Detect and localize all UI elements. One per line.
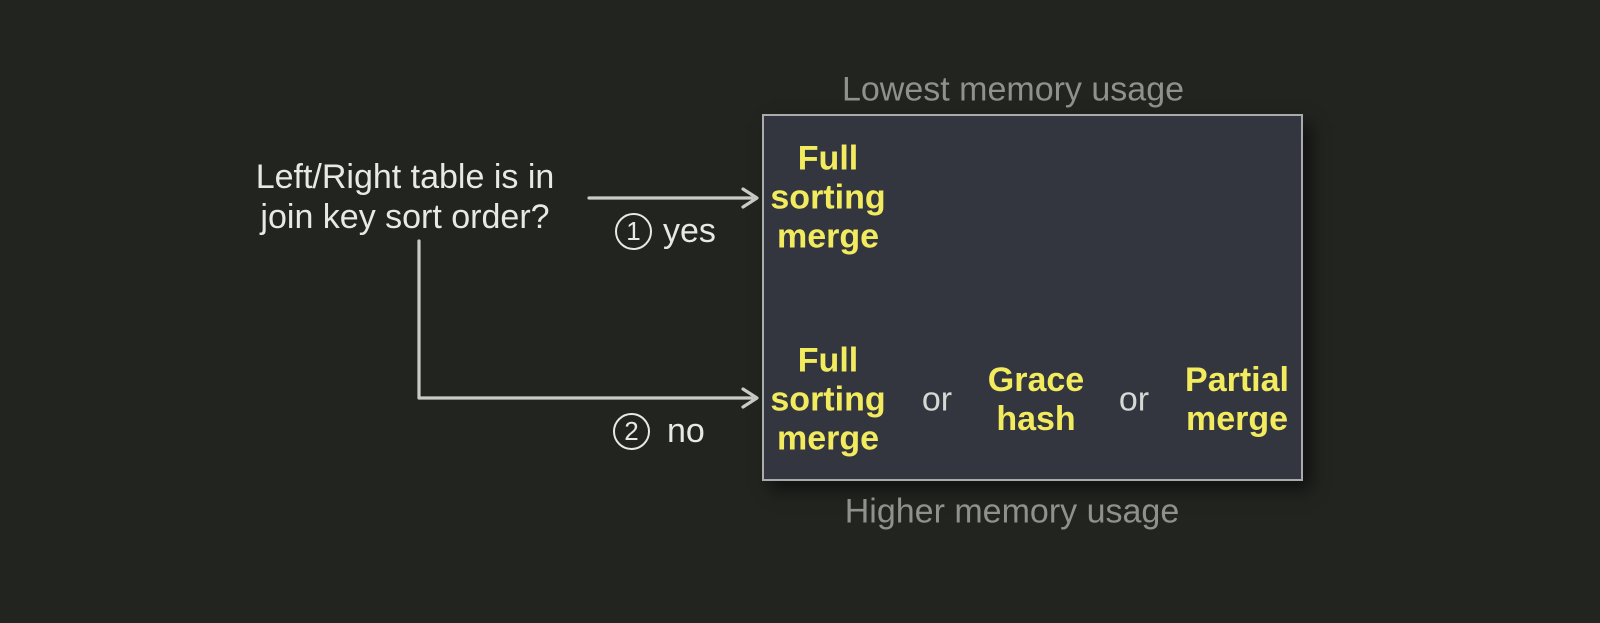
algorithm-full-sorting-merge-sorted: Full sorting merge [770,139,886,256]
algorithms-box: Full sorting merge Full sorting merge or… [762,114,1303,481]
no-arrow-elbow-line [417,239,754,400]
no-arrowhead-icon [741,387,759,409]
branch-yes-text: yes [663,212,716,250]
circled-number-badge-2: 2 [613,412,650,450]
or-separator: or [1118,380,1150,419]
question-text: Left/Right table is in join key sort ord… [255,158,555,236]
higher-memory-usage-label: Higher memory usage [844,492,1180,531]
branch-yes-label: 1 yes [615,211,716,251]
or-separator: or [921,380,953,419]
lowest-memory-usage-label: Lowest memory usage [841,70,1185,109]
algorithm-full-sorting-merge-unsorted: Full sorting merge [770,341,886,458]
branch-no-label: 2 no [613,411,705,451]
branch-no-text: no [667,412,705,450]
algorithm-grace-hash: Grace hash [987,361,1085,438]
algorithm-partial-merge: Partial merge [1185,361,1289,438]
circled-number-badge-1: 1 [615,212,652,250]
yes-arrowhead-icon [741,187,759,209]
